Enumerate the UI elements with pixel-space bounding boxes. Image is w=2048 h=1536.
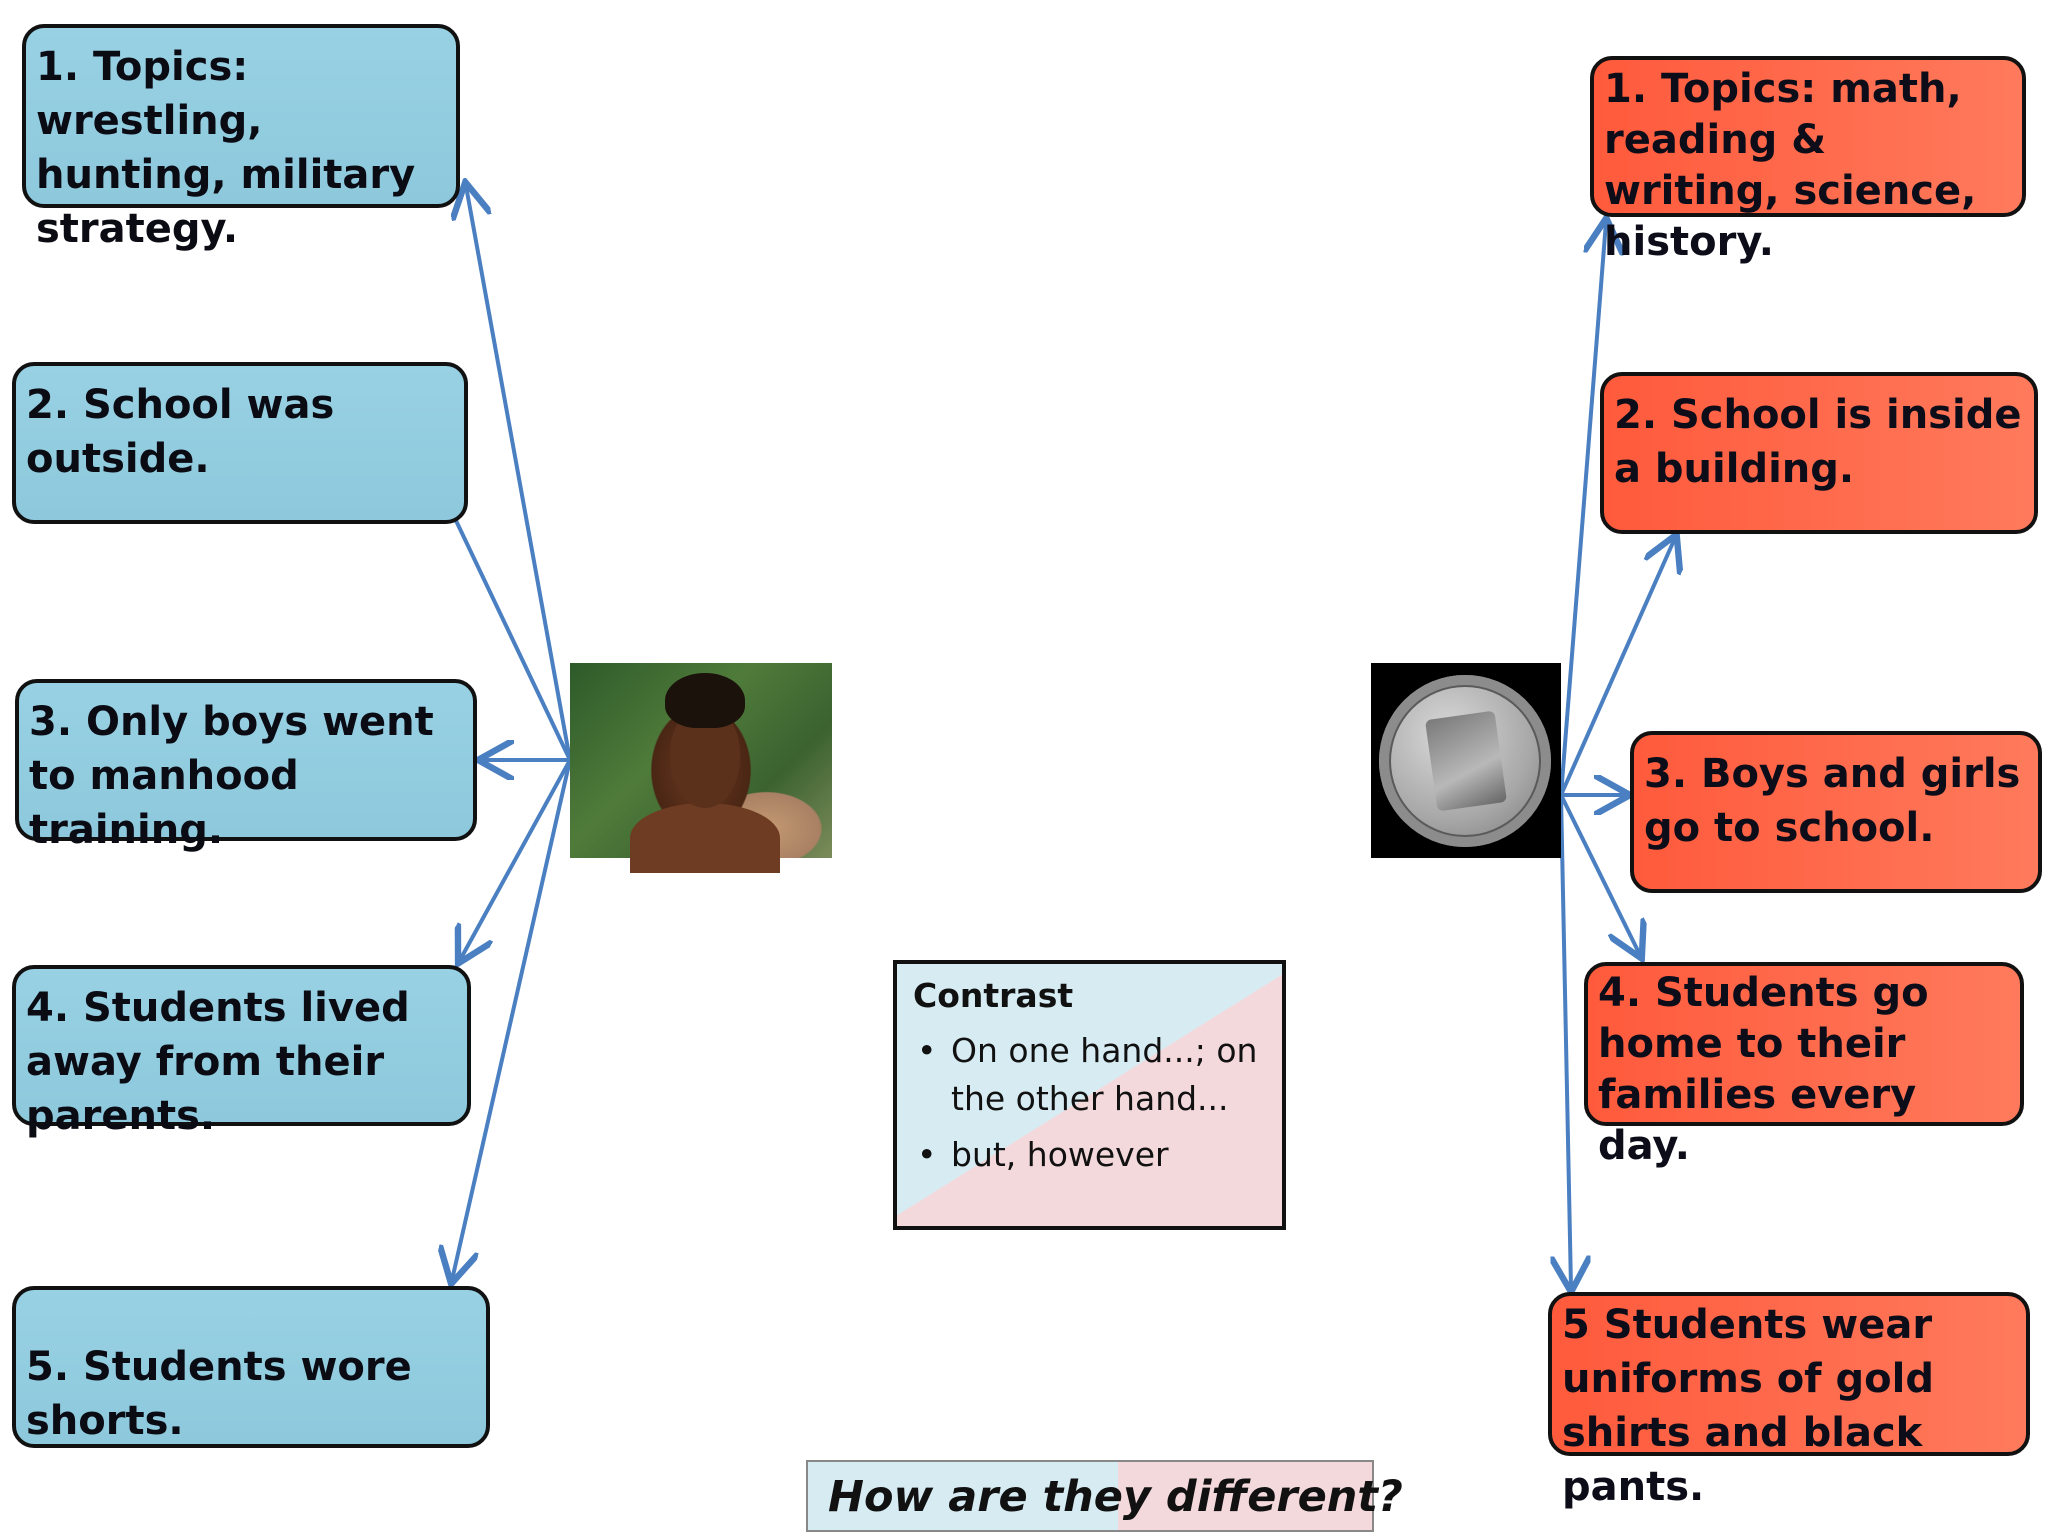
right-box-3: 3. Boys and girls go to school. [1630, 731, 2042, 893]
right-box-4-text: 4. Students go home to their families ev… [1598, 970, 1929, 1169]
left-box-5: 5. Students wore shorts. [12, 1286, 490, 1448]
arrow-right-2 [1559, 538, 1675, 796]
right-box-4: 4. Students go home to their families ev… [1584, 962, 2024, 1169]
medallion-emblem [1424, 710, 1508, 812]
boy-shoulders [630, 803, 780, 873]
left-box-4: 4. Students lived away from their parent… [12, 965, 471, 1139]
left-box-5-text: 5. Students wore shorts. [26, 1344, 412, 1444]
question-box: How are they different? [806, 1460, 1403, 1532]
silver-medallion-photo [1371, 663, 1561, 858]
right-box-2-text: 2. School is inside a building. [1614, 392, 2022, 492]
arrow-left-1 [466, 186, 572, 761]
arrow-left-2 [448, 507, 572, 761]
right-box-1: 1. Topics: math, reading & writing, scie… [1590, 56, 2026, 265]
left-box-2-text: 2. School was outside. [26, 382, 335, 482]
arrow-right-4 [1559, 794, 1640, 955]
contrast-box: Contrast On one hand...; on the other ha… [893, 960, 1286, 1230]
arrow-right-5 [1561, 794, 1571, 1288]
contrast-bullet: On one hand...; on the other hand... [913, 1027, 1266, 1123]
right-box-5: 5 Students wear uniforms of gold shirts … [1548, 1292, 2030, 1510]
arrow-left-4 [460, 759, 572, 960]
right-box-2: 2. School is inside a building. [1600, 372, 2038, 534]
arrow-right-1 [1559, 222, 1606, 796]
question-text: How are they different? [828, 1472, 1403, 1522]
left-box-1-text: 1. Topics: wrestling, hunting, military … [36, 44, 416, 252]
right-box-5-text: 5 Students wear uniforms of gold shirts … [1562, 1302, 1934, 1510]
left-box-3-text: 3. Only boys went to manhood training. [29, 699, 434, 853]
arrow-left-5 [452, 759, 572, 1280]
left-box-1: 1. Topics: wrestling, hunting, military … [22, 24, 460, 252]
right-box-3-text: 3. Boys and girls go to school. [1644, 751, 2021, 851]
right-box-1-text: 1. Topics: math, reading & writing, scie… [1604, 66, 1977, 265]
left-box-4-text: 4. Students lived away from their parent… [26, 985, 410, 1139]
medallion-icon [1379, 675, 1551, 847]
boy-hair [665, 673, 745, 728]
left-box-3: 3. Only boys went to manhood training. [15, 679, 477, 853]
left-box-2: 2. School was outside. [12, 362, 468, 524]
boy-portrait-photo [570, 663, 832, 873]
contrast-list: On one hand...; on the other hand... but… [913, 1027, 1266, 1179]
contrast-bullet: but, however [913, 1131, 1266, 1179]
contrast-title: Contrast [913, 976, 1074, 1015]
